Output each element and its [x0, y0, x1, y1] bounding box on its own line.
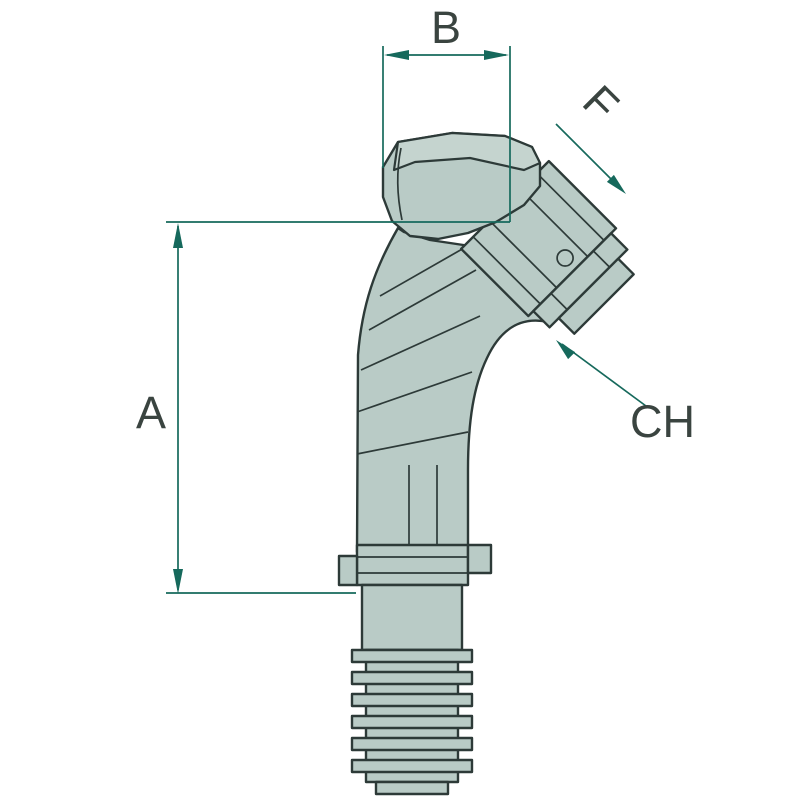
dimension-label-f: F [573, 75, 629, 131]
bend-segment-lines [356, 247, 481, 455]
barb-tip [374, 780, 450, 796]
arrowhead-diagonal-icon [606, 174, 626, 194]
dim-ch-leader [561, 343, 647, 407]
hose-stem [360, 583, 464, 652]
arrowhead-up-icon [173, 223, 183, 248]
dimension-label-b: B [431, 2, 461, 53]
dimension-label-a: A [136, 387, 166, 438]
arrowhead-down-icon [173, 569, 183, 594]
hose-barb [350, 648, 474, 796]
dimension-B: B [382, 2, 511, 222]
fitting-body [337, 131, 635, 796]
arrowhead-right-icon [484, 50, 509, 60]
nut-detail-circle [556, 249, 574, 267]
dimension-F: F [555, 75, 629, 194]
hose-collar [337, 543, 493, 587]
cap-ring-line [396, 147, 403, 221]
dimension-A: A [136, 221, 510, 594]
arrowhead-left-icon [384, 50, 409, 60]
arrowhead-leader-icon [556, 340, 576, 360]
cap-top-face [392, 131, 542, 172]
dimension-label-ch: CH [630, 396, 695, 447]
swivel-cap [381, 131, 542, 241]
dimension-CH: CH [556, 340, 695, 447]
